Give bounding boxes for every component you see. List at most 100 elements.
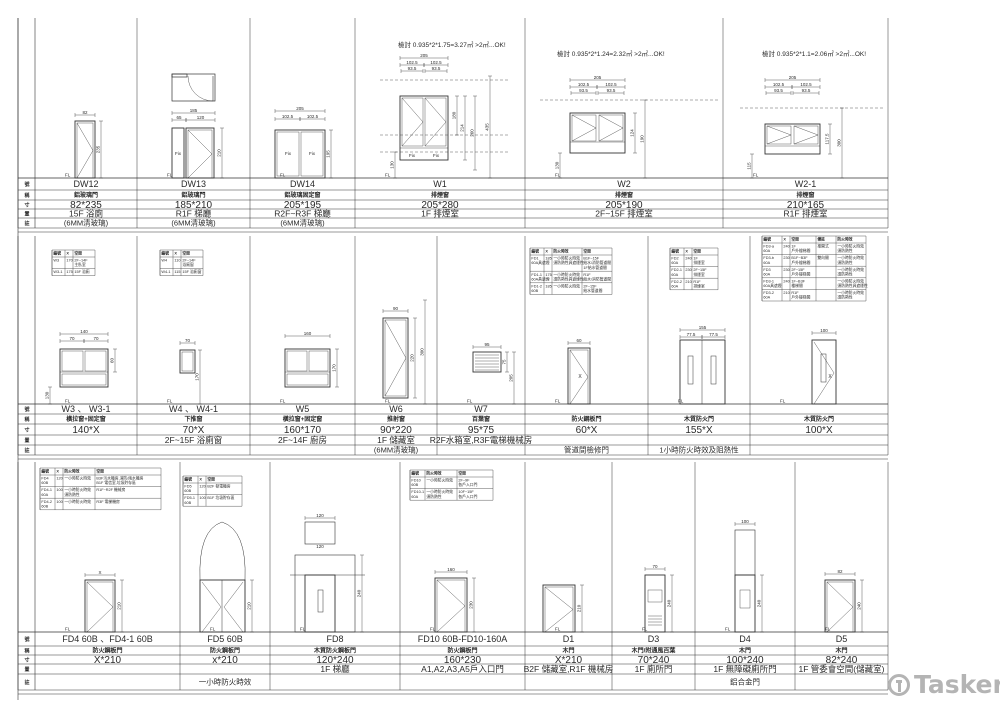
- table-cell: W3: [53, 259, 59, 263]
- pane: [384, 319, 407, 397]
- schedule-name: 防火鋼板門: [210, 647, 240, 655]
- table-cell: 須防熱性: [837, 271, 852, 276]
- dimension-label: 60: [576, 338, 582, 343]
- table-cell: 10F~15F: [458, 490, 474, 494]
- table-cell: 各戶入口門: [458, 494, 477, 499]
- dimension-label: 170: [195, 373, 200, 381]
- table-header: 防火時效: [426, 471, 441, 476]
- table-cell: R1F~R2F 機械房: [96, 487, 125, 492]
- table-cell: 15F 浴廁窗: [182, 269, 201, 274]
- table-header: X: [685, 250, 688, 254]
- schedule-size: x*210: [212, 655, 238, 666]
- floor-level-label: FL: [725, 627, 731, 632]
- swing-indicator: [384, 319, 407, 397]
- fd5-swing-arcs: [199, 521, 246, 581]
- dimension-label: 160: [447, 567, 455, 572]
- table-header: 防火時效: [837, 237, 852, 242]
- schedule-code: W2-1: [795, 179, 817, 189]
- table-cell: 1F: [693, 257, 698, 261]
- dimension-label: 300: [837, 139, 842, 147]
- dimension-label: 102.5: [307, 114, 319, 119]
- fd4-door: [84, 579, 116, 633]
- schedule-name: 木門: [561, 647, 574, 655]
- pane: [276, 131, 300, 177]
- watermark-logo: Tasker: [888, 670, 1000, 699]
- table-cell: R1F: [693, 280, 701, 284]
- table-cell: 一小時防火時效: [837, 244, 864, 249]
- schedule-location: B2F 儲藏室,R1F 機械房: [524, 664, 614, 674]
- dimension-label: 155: [699, 325, 707, 330]
- table-header: 空間: [207, 477, 215, 482]
- pane: [766, 125, 792, 145]
- table-cell: 2F~9F: [458, 479, 470, 483]
- schedule-size: 205*280: [421, 200, 459, 211]
- dimension-label: 93.5: [408, 66, 417, 71]
- table-cell: W3-1: [53, 270, 62, 274]
- schedule-note: (6MM清玻璃): [280, 218, 325, 228]
- table-cell: FD3-2: [763, 291, 774, 295]
- dimension-label: 102.5: [578, 82, 590, 87]
- table-cell: 175: [545, 273, 551, 277]
- pane: [598, 114, 624, 142]
- dimension-label: 102.5: [430, 60, 442, 65]
- table-cell: 240: [685, 257, 691, 261]
- schedule-size: 185*210: [175, 200, 213, 211]
- swing-indicator: [793, 125, 819, 145]
- table-header: 空間: [583, 249, 591, 254]
- table-header: 空間: [182, 251, 190, 256]
- floor-level-label: FL: [780, 399, 786, 404]
- table-header: X: [783, 238, 786, 242]
- table-cell: 浴廁窗: [182, 262, 194, 267]
- table-header: X: [199, 478, 202, 482]
- door-leaf: [86, 581, 114, 633]
- fix-label: Fix: [285, 151, 292, 156]
- table-header: 編號: [53, 251, 61, 256]
- table-cell: 須防熱性具遮煙性: [553, 260, 584, 265]
- table-cell: B3F污水機房,消防/雨水機房: [96, 476, 143, 481]
- table-cell: 須防熱性: [426, 494, 441, 499]
- schedule-name: 下推窗: [184, 415, 202, 423]
- table-cell: 雙向開: [817, 255, 829, 260]
- dimension-label: 240: [667, 599, 672, 607]
- schedule-size: 160*230: [444, 655, 482, 666]
- table-cell: 一小時防火時效: [426, 489, 453, 494]
- w5-window: [284, 348, 331, 388]
- pane: [61, 350, 84, 372]
- table-cell: 60A: [41, 493, 48, 497]
- table-cell: 1F~B3F: [791, 279, 805, 283]
- table-cell: R1F: [583, 273, 591, 277]
- dimension-label: 130: [45, 391, 50, 399]
- floor-level-label: FL: [280, 399, 286, 404]
- dimension-label: 117.5: [825, 133, 830, 144]
- dimension-label: 210: [577, 604, 582, 612]
- schedule-code: FD10 60B-FD10-160A: [418, 634, 508, 644]
- table-cell: FD2-2: [671, 280, 682, 284]
- floor-level-label: FL: [678, 399, 684, 404]
- floor-level-label: FL: [65, 173, 71, 178]
- table-cell: 60A: [763, 272, 770, 276]
- table-cell: 60A具遮煙: [763, 283, 781, 288]
- table-cell: 一小時防火時效: [64, 487, 91, 492]
- swing-indicator: [826, 581, 854, 633]
- floor-level-label: FL: [385, 399, 391, 404]
- dw13-transom: [171, 73, 216, 102]
- pane: [401, 97, 424, 147]
- fix-label: Fix: [409, 153, 416, 158]
- table-cell: 須防熱性具遮煙性: [837, 283, 868, 288]
- table-header: X: [174, 252, 177, 256]
- schedule-code: FD4 60B 、FD4-1 60B: [62, 634, 153, 644]
- floor-level-label: FL: [467, 399, 473, 404]
- d5-door: [824, 579, 856, 633]
- row-label: 號: [24, 406, 29, 413]
- table-cell: 主臥室: [74, 262, 86, 267]
- dimension-label: 240: [857, 602, 862, 610]
- table-cell: FD1: [531, 257, 538, 261]
- row-label: 稱: [24, 648, 29, 655]
- table-cell: 210: [685, 280, 691, 284]
- dimension-label: 102.5: [773, 82, 785, 87]
- table-cell: 60A: [763, 249, 770, 253]
- dimension-label: X: [828, 374, 832, 380]
- table-cell: 2F~15F: [583, 284, 597, 288]
- table-cell: 60A具遮煙: [531, 260, 549, 265]
- w1-window: [399, 95, 449, 161]
